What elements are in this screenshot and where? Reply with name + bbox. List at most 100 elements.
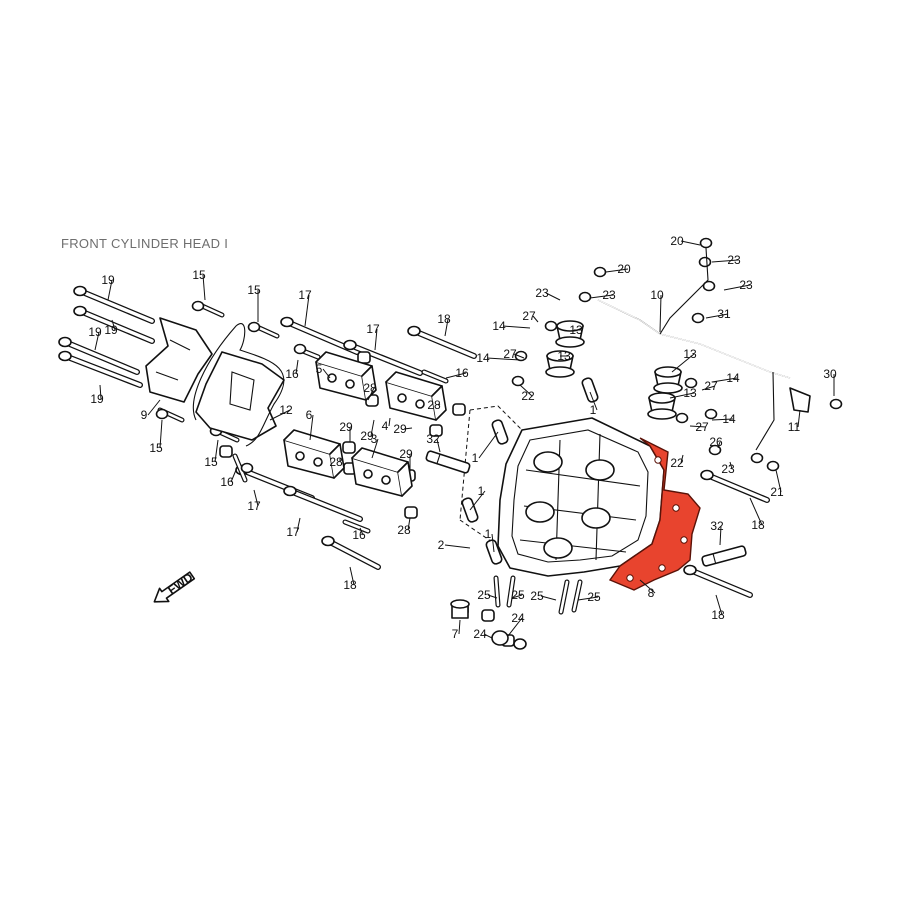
bolt-18-a-shaft [412, 329, 476, 358]
cam-bracket-9 [145, 317, 213, 403]
callout-label: 15 [204, 455, 218, 469]
callout-leader [444, 318, 449, 337]
bolt-19-a-shaft [78, 289, 154, 323]
bolt-19-a [73, 285, 155, 324]
cylinder-head-2-ribs [519, 433, 641, 561]
callout-label: 29 [360, 429, 374, 443]
bolt-17-b-shaft [348, 343, 422, 375]
callout-label: 14 [726, 371, 740, 385]
callout-label: 28 [363, 381, 377, 395]
rubber-mount-13-c-top [654, 366, 682, 378]
callout-leader [711, 418, 734, 421]
callout-label: 15 [247, 283, 261, 297]
rocker-holder-5-bore-b [345, 379, 355, 389]
callout-leader [367, 387, 375, 401]
callout-leader [589, 294, 614, 299]
bolt-19-a-head [73, 285, 87, 297]
callout-leader [99, 384, 102, 400]
small-fastener-21 [675, 412, 689, 424]
bolt-17-d-head [283, 485, 297, 497]
callout-leader [445, 372, 467, 379]
spark-plug-32-a-ring [436, 453, 441, 464]
head-gasket-8 [608, 437, 701, 591]
small-fastener-2 [247, 321, 261, 333]
callout-leader [469, 490, 486, 511]
callout-leader [717, 441, 721, 449]
callout-label: 23 [602, 288, 616, 302]
small-fastener-10 [698, 256, 712, 268]
rocker-holder-5-bore-a [327, 373, 337, 383]
callout-label: 28 [427, 398, 441, 412]
small-fastener-14 [514, 350, 528, 362]
callout-label: 19 [90, 392, 104, 406]
callout-label: 28 [329, 455, 343, 469]
callout-leader [296, 517, 301, 533]
bolt-17-d [283, 485, 363, 522]
callout-label: 13 [569, 323, 583, 337]
callout-label: 19 [88, 325, 102, 339]
bolt-19-b-shaft [78, 309, 154, 343]
callout-label: 25 [511, 588, 525, 602]
bolt-16-c-body [233, 454, 247, 482]
rubber-mount-13-a-top [556, 320, 584, 332]
bolt-17-a-head [280, 316, 294, 328]
callout-label: 27 [503, 347, 517, 361]
callout-label: 16 [352, 528, 366, 542]
bolt-18-d-shaft [688, 568, 752, 597]
callout-leader [711, 377, 738, 383]
collar-7 [404, 506, 418, 519]
callout-label: 22 [670, 456, 684, 470]
callout-leader [309, 414, 314, 441]
collar-9 [219, 445, 233, 458]
small-fastener-11 [702, 280, 716, 292]
callout-leader [701, 385, 716, 391]
stud-25-b-body [507, 576, 515, 607]
rocker-holder-4-bore-b [415, 399, 425, 409]
bolt-19-b [73, 305, 155, 344]
bolt-18-c-shaft [705, 473, 769, 502]
callout-label: 29 [399, 447, 413, 461]
callout-leader [502, 325, 531, 329]
bolt-18-d-head [683, 564, 697, 576]
head-gasket-8-hole-2 [672, 504, 680, 512]
bolt-18-b-shaft [326, 539, 380, 569]
bolt-19-d-shaft [63, 354, 142, 387]
callout-label: 25 [530, 589, 544, 603]
rocker-holder-4 [385, 371, 447, 421]
callout-leader [436, 438, 441, 453]
bolt-18-d [683, 564, 753, 598]
callout-label: 18 [343, 578, 357, 592]
callout-leader [295, 359, 299, 375]
bolt-16-b-body [422, 370, 448, 383]
callout-leader [491, 533, 495, 553]
callout-leader [202, 274, 206, 301]
rocker-holder-3 [351, 447, 413, 497]
callout-leader [671, 353, 695, 373]
spark-plug-32-b-ring [712, 553, 717, 564]
small-fastener-19 [704, 408, 718, 420]
callout-leader [147, 399, 161, 416]
callout-leader [513, 353, 525, 359]
callout-label: 29 [339, 420, 353, 434]
callout-leader [407, 517, 411, 531]
callout-leader [680, 240, 701, 246]
callout-label: 19 [104, 323, 118, 337]
head-gasket-8-hole-4 [658, 564, 666, 572]
callout-leader [723, 284, 751, 291]
callout-leader [107, 279, 113, 301]
bolt-19-d [58, 350, 143, 388]
callout-label: 6 [306, 408, 313, 422]
callout-leader [230, 469, 237, 483]
plug-7-top [450, 599, 470, 609]
rocker-holder-3-bore-a [363, 469, 373, 479]
stud-25-d-body [572, 580, 582, 612]
callout-leader [715, 594, 723, 616]
callout-label: 25 [477, 588, 491, 602]
bracket-11 [789, 387, 811, 413]
small-fastener-16 [750, 452, 764, 464]
callout-label: 10 [650, 288, 664, 302]
rubber-mount-13-c [653, 366, 683, 394]
small-fastener-17 [766, 460, 780, 472]
spark-plug-32-a [425, 450, 471, 474]
